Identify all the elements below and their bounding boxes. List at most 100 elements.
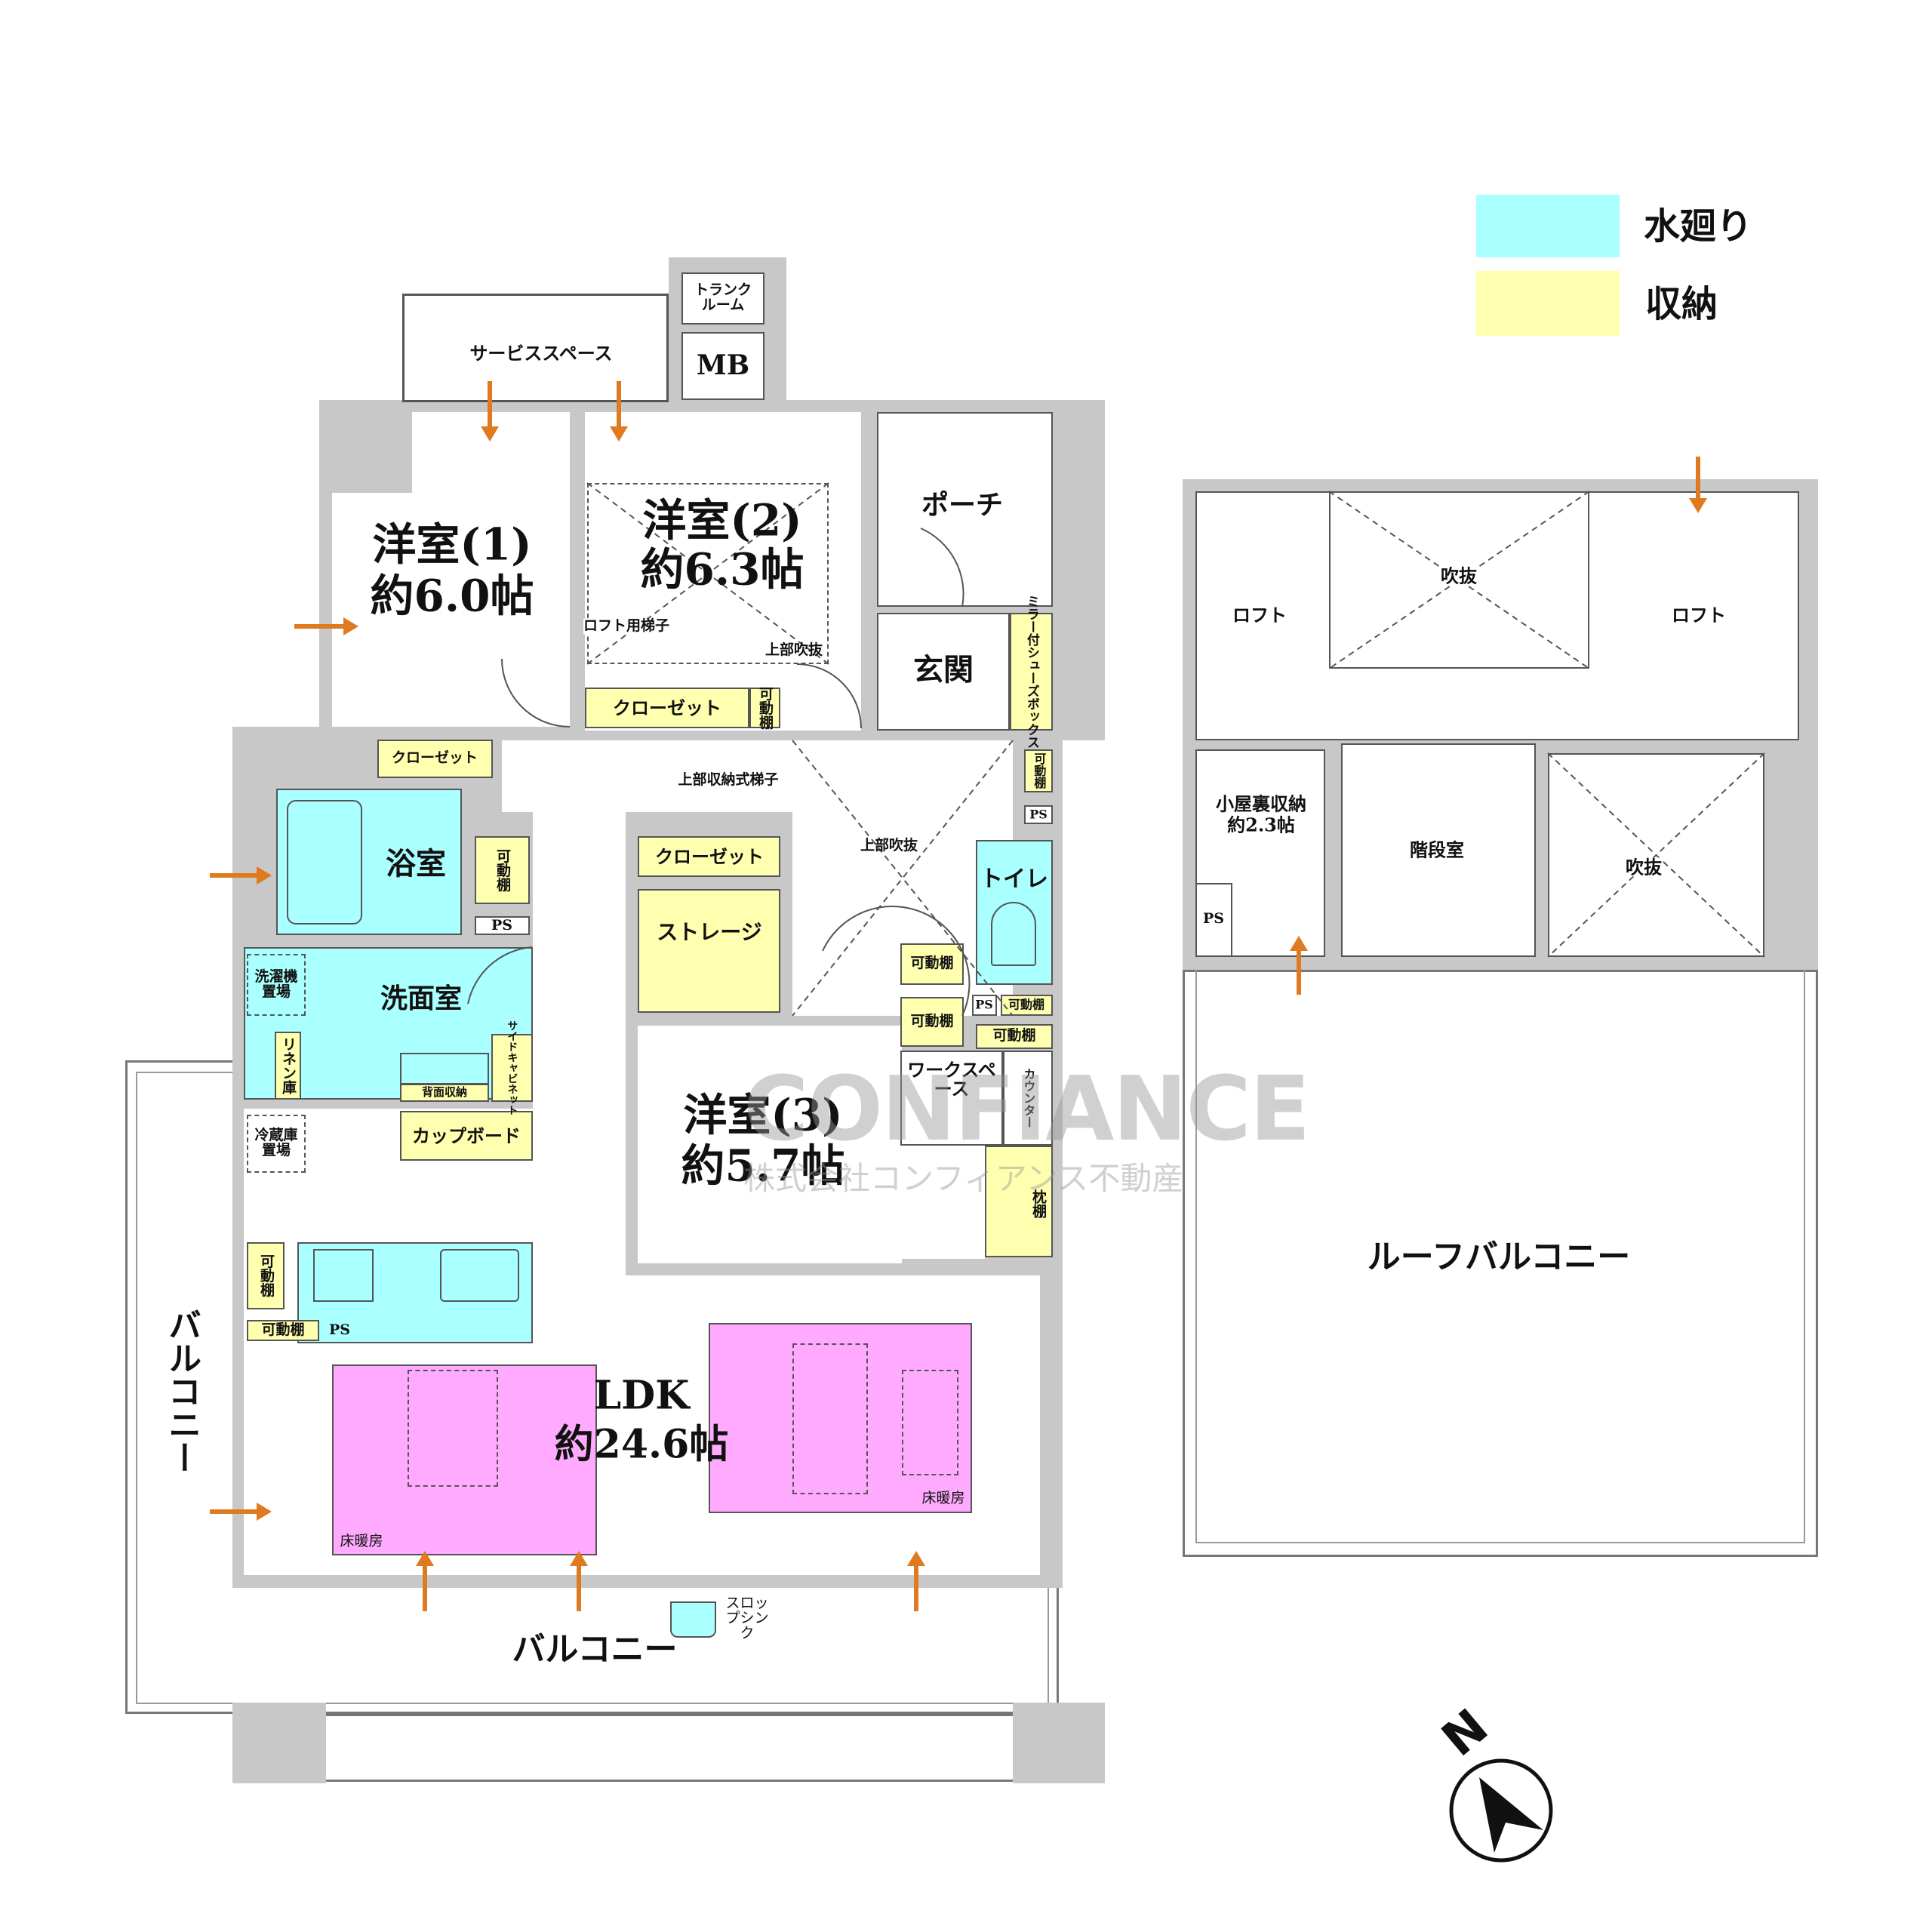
pillar xyxy=(1013,1703,1105,1783)
porch-label: ポーチ xyxy=(921,489,1004,521)
bath-label: 浴室 xyxy=(386,846,446,881)
movable-shelf[interactable] xyxy=(247,1242,285,1309)
movable-shelf[interactable] xyxy=(1024,749,1053,792)
closet-2[interactable] xyxy=(585,688,749,728)
movable-shelf-label: 可動棚 xyxy=(910,955,954,972)
toilet-label: トイレ xyxy=(980,866,1048,893)
movable-shelf-label: 可動棚 xyxy=(261,1321,305,1339)
ps-label: PS xyxy=(491,917,513,934)
counter-label: カウンター xyxy=(1021,1068,1036,1128)
roof-balcony xyxy=(1183,970,1818,1557)
movable-shelf-label: 可動棚 xyxy=(494,848,511,892)
western-room-3-name: 洋室(3) xyxy=(683,1089,843,1141)
cupboard-label: カップボード xyxy=(412,1124,521,1147)
western-room-1-name: 洋室(1) xyxy=(372,518,532,571)
attic-storage-size: 約2.3帖 xyxy=(1227,814,1295,836)
washer-space xyxy=(247,954,306,1016)
loft-ladder-label: ロフト用梯子 xyxy=(583,617,670,635)
movable-shelf[interactable] xyxy=(749,688,780,728)
western-room-3-size: 約5.7帖 xyxy=(681,1140,845,1192)
ps-label: PS xyxy=(975,997,993,1012)
shoebox[interactable] xyxy=(1010,613,1053,731)
back-storage-label: 背面収納 xyxy=(421,1085,468,1100)
balcony-label: バルコニー xyxy=(512,1629,678,1669)
stove-icon xyxy=(313,1249,374,1302)
closet-1[interactable] xyxy=(377,740,493,778)
western-room-1-upper xyxy=(412,412,570,503)
service-space-label: サービススペース xyxy=(469,342,613,365)
kitchen-counter xyxy=(297,1242,533,1343)
living-floor-heating xyxy=(709,1323,972,1513)
balcony-front-rail xyxy=(326,1714,1013,1782)
shoebox-label: ミラー付シューズボックス xyxy=(1023,595,1039,749)
fridge-label: 冷蔵庫置場 xyxy=(254,1127,298,1158)
storage-label: ストレージ xyxy=(657,919,762,945)
side-cabinet-label: サイドキャビネット xyxy=(506,1020,518,1115)
legend-storage-swatch xyxy=(1476,271,1620,336)
back-storage[interactable] xyxy=(400,1084,489,1102)
western-room-1-size: 約6.0帖 xyxy=(370,570,534,622)
counter[interactable] xyxy=(1003,1051,1053,1146)
washer-label: 洗濯機置場 xyxy=(254,968,298,1000)
loft-right-label: ロフト xyxy=(1672,604,1726,626)
toilet-bowl-icon xyxy=(991,902,1036,966)
dining-floor-heating xyxy=(332,1364,597,1555)
movable-shelf[interactable] xyxy=(247,1320,319,1341)
closet-3[interactable] xyxy=(638,836,780,877)
roof-balcony-rail xyxy=(1195,970,1805,1543)
pillow-shelf[interactable] xyxy=(985,1146,1053,1257)
western-room-3-alcove xyxy=(902,1146,985,1259)
western-room-3 xyxy=(638,1026,902,1263)
cupboard[interactable] xyxy=(400,1111,533,1161)
movable-shelf-label: 可動棚 xyxy=(756,686,774,730)
legend-storage-label: 収納 xyxy=(1644,282,1718,325)
void-2-label: 吹抜 xyxy=(1626,856,1662,878)
sink-icon xyxy=(440,1249,519,1302)
roof-balcony-label: ルーフバルコニー xyxy=(1367,1237,1631,1276)
low-table-icon xyxy=(902,1370,958,1475)
movable-shelf-label: 可動棚 xyxy=(992,1027,1036,1044)
ps xyxy=(1024,805,1053,824)
vanity-sink xyxy=(400,1053,489,1084)
ps-label: PS xyxy=(1029,807,1048,822)
trunk-room-label: トランクルーム xyxy=(694,281,752,313)
balcony-side-label: バルコニー xyxy=(162,1308,202,1474)
closet-2-label: クローゼット xyxy=(613,697,721,719)
movable-shelf[interactable] xyxy=(976,1024,1053,1049)
sofa-icon xyxy=(792,1343,868,1494)
loft-left-label: ロフト xyxy=(1232,604,1287,626)
ldk-name: LDK xyxy=(593,1372,690,1419)
meter-box[interactable] xyxy=(681,332,764,400)
folding-ladder-label: 上部収納式梯子 xyxy=(678,771,779,789)
movable-shelf-label: 可動棚 xyxy=(1032,752,1047,789)
compass-icon xyxy=(1449,1758,1553,1863)
western-room-2-name: 洋室(2) xyxy=(642,494,802,546)
storage[interactable] xyxy=(638,889,780,1013)
closet-1-label: クローゼット xyxy=(391,749,478,767)
upper-void-label-2: 上部吹抜 xyxy=(860,837,918,854)
ps-label: PS xyxy=(1202,910,1225,928)
linen-label: リネン庫 xyxy=(279,1037,297,1094)
stair-room xyxy=(1341,743,1536,957)
ps xyxy=(475,916,530,935)
ps xyxy=(1195,883,1232,957)
slop-sink xyxy=(670,1601,716,1638)
legend-water-swatch xyxy=(1476,195,1620,257)
stair-room-label: 階段室 xyxy=(1410,838,1464,861)
watermark-company: 株式会社コンフィアンス不動産 xyxy=(743,1160,1184,1197)
bathtub-icon xyxy=(287,800,362,924)
trunk-room[interactable] xyxy=(681,272,764,325)
floor-heating-label: 床暖房 xyxy=(340,1533,383,1550)
washroom-label: 洗面室 xyxy=(380,983,463,1015)
fridge-space xyxy=(247,1115,306,1173)
void-2 xyxy=(1548,753,1764,957)
pillow-shelf-label: 枕棚 xyxy=(1029,1189,1047,1218)
movable-shelf[interactable] xyxy=(475,836,530,904)
ldk-size: 約24.6帖 xyxy=(554,1421,729,1468)
watermark-logo: CONFIANCE xyxy=(743,1057,1310,1161)
side-cabinet[interactable] xyxy=(491,1034,533,1102)
workspace xyxy=(900,1051,1003,1146)
entrance xyxy=(877,613,1010,731)
linen-closet[interactable] xyxy=(275,1032,301,1100)
